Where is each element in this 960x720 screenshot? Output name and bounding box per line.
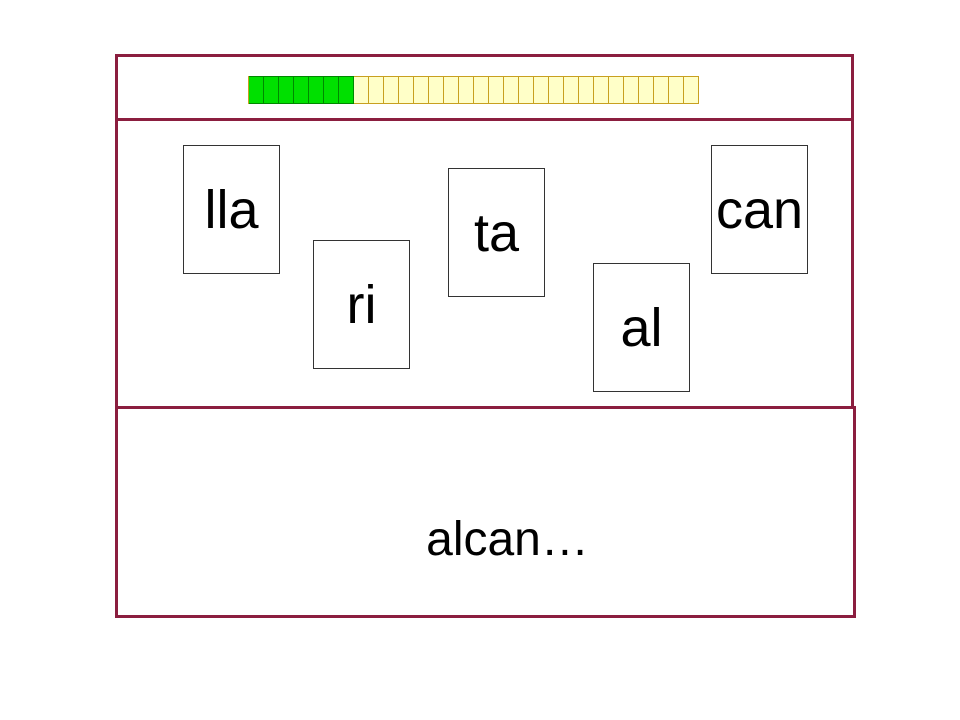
- progress-segment-pending: [429, 76, 444, 104]
- progress-segment-pending: [384, 76, 399, 104]
- progress-segment-pending: [489, 76, 504, 104]
- progress-segment-pending: [594, 76, 609, 104]
- syllable-card-can[interactable]: can: [711, 145, 808, 274]
- progress-segment-pending: [459, 76, 474, 104]
- syllable-card-label: lla: [204, 179, 259, 240]
- syllable-card-label: ta: [473, 202, 520, 263]
- progress-segment-done: [339, 76, 354, 104]
- progress-segment-pending: [354, 76, 369, 104]
- progress-segment-pending: [399, 76, 414, 104]
- progress-segment-pending: [669, 76, 684, 104]
- syllable-card-ri[interactable]: ri: [313, 240, 410, 369]
- progress-segment-pending: [564, 76, 579, 104]
- progress-segment-done: [249, 76, 264, 104]
- progress-segment-pending: [549, 76, 564, 104]
- answer-word: alcan…: [426, 513, 589, 566]
- progress-segment-pending: [654, 76, 669, 104]
- progress-segment-pending: [579, 76, 594, 104]
- progress-segment-pending: [519, 76, 534, 104]
- syllable-card-ta[interactable]: ta: [448, 168, 545, 297]
- progress-segment-done: [279, 76, 294, 104]
- syllable-card-lla[interactable]: lla: [183, 145, 280, 274]
- progress-segment-pending: [624, 76, 639, 104]
- progress-segment-done: [324, 76, 339, 104]
- progress-segment-pending: [504, 76, 519, 104]
- progress-segment-pending: [474, 76, 489, 104]
- progress-segment-done: [309, 76, 324, 104]
- progress-segment-pending: [609, 76, 624, 104]
- progress-bar: [248, 76, 699, 104]
- progress-segment-pending: [369, 76, 384, 104]
- panel-divider: [115, 118, 854, 121]
- syllable-card-label: al: [620, 297, 663, 358]
- progress-segment-pending: [684, 76, 699, 104]
- progress-segment-pending: [534, 76, 549, 104]
- progress-segment-pending: [444, 76, 459, 104]
- progress-segment-pending: [639, 76, 654, 104]
- syllable-card-al[interactable]: al: [593, 263, 690, 392]
- answer-panel: [115, 406, 856, 618]
- progress-segment-done: [264, 76, 279, 104]
- progress-segment-done: [294, 76, 309, 104]
- syllable-card-label: can: [715, 179, 804, 240]
- progress-segment-pending: [414, 76, 429, 104]
- syllable-card-label: ri: [346, 274, 377, 335]
